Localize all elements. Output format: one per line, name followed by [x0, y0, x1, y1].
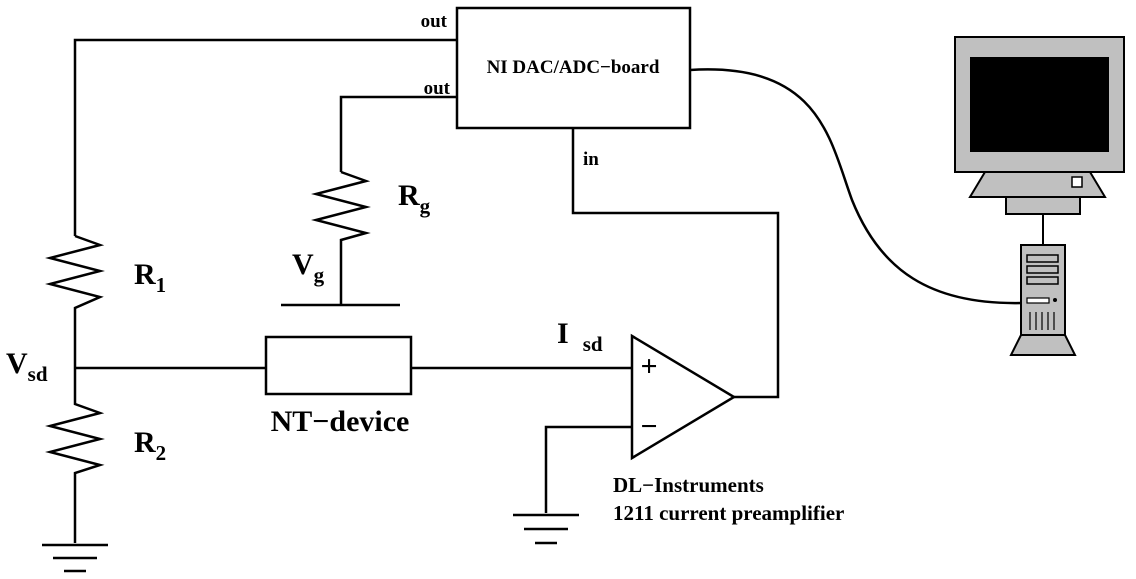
- board-port-out-2: out: [424, 78, 451, 99]
- wire-out1-to-r1: [73, 38, 457, 236]
- nt-device: [264, 335, 413, 396]
- cable-to-computer: [689, 68, 1023, 305]
- op-amp: [630, 333, 737, 461]
- nt-device-label: NT−device: [271, 405, 410, 438]
- resistor-rg: [311, 170, 371, 305]
- vg-label: Vg: [292, 248, 325, 287]
- board-port-in: in: [583, 149, 599, 170]
- r1-label: R1: [134, 258, 166, 297]
- ground-symbol-icon: [42, 543, 108, 573]
- wire-amp-out-to-board-in: [571, 128, 780, 399]
- wire-out2-to-rg: [339, 95, 457, 172]
- amp-minus-sign: −: [640, 410, 657, 443]
- amp-plus-sign: +: [640, 350, 657, 383]
- vsd-label: Vsd: [6, 347, 48, 386]
- amp-caption-line2: 1211 current preamplifier: [613, 501, 844, 525]
- dac-adc-board: [455, 6, 692, 130]
- resistor-r2: [45, 368, 105, 543]
- r2-label: R2: [134, 426, 166, 465]
- desktop-computer-icon: [954, 36, 1125, 356]
- rg-label: Rg: [398, 179, 431, 218]
- board-port-out-1: out: [421, 11, 448, 32]
- board-label: NI DAC/ADC−board: [487, 57, 660, 78]
- amp-caption-line1: DL−Instruments: [613, 473, 764, 497]
- ground-symbol-icon: [513, 513, 579, 545]
- resistor-r1: [45, 234, 105, 368]
- wire-amp-minus-to-ground: [544, 425, 632, 513]
